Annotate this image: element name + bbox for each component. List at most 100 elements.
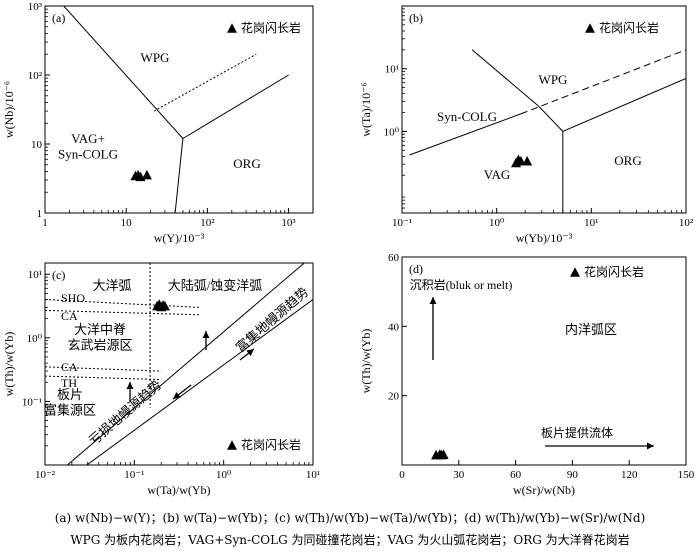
panel-a-x-tick-label: 10³ xyxy=(281,217,296,229)
panel-d-x-tick-label: 90 xyxy=(567,469,579,481)
panel-c-x-tick-label: 10⁰ xyxy=(216,469,232,481)
panel-c-x-tick-label: 10⁻¹ xyxy=(124,469,144,481)
panel-d-x-tick-label: 30 xyxy=(453,469,465,481)
panel-b-field-syncolg: Syn-COLG xyxy=(437,109,497,124)
panel-a-frame xyxy=(44,5,314,214)
panel-a-x-tick-label: 10 xyxy=(121,217,133,229)
panel-c-x-tick-label: 10¹ xyxy=(306,469,320,481)
panel-c-arrow-up-right-head xyxy=(202,331,210,338)
panel-c-boundary-solid xyxy=(66,263,305,465)
panel-a-x-tick-label: 1 xyxy=(42,217,48,229)
panel-a-legend-label: 花岗闪长岩 xyxy=(241,20,301,35)
panel-b-boundary-solid xyxy=(471,49,564,132)
panel-a-label: (a) xyxy=(52,11,65,25)
panel-c-legend-marker xyxy=(227,440,237,450)
panel-a-legend-marker xyxy=(227,23,237,33)
panel-b-y-axis-label: w(Ta)/10⁻⁶ xyxy=(359,82,373,136)
panel-c-x-tick-label: 10⁻² xyxy=(35,469,56,481)
panel-d-x-tick-label: 0 xyxy=(399,469,405,481)
panel-d-legend-marker xyxy=(570,267,580,277)
panel-c-enriched-trend-label: 富集地幔源趋势 xyxy=(233,284,312,355)
panel-d-y-tick-label: 60 xyxy=(388,252,400,264)
panel-b-data-point xyxy=(522,156,533,166)
panel-a-x-axis-label: w(Y)/10⁻³ xyxy=(154,231,205,245)
panel-c-boundary-dotted xyxy=(45,309,201,316)
panel-d-x-tick-label: 60 xyxy=(510,469,522,481)
panel-a-y-tick-label: 10² xyxy=(28,70,43,82)
panel-c-x-axis-label: w(Ta)/w(Yb) xyxy=(147,483,210,497)
panel-b-data-point xyxy=(513,154,524,164)
panel-b-boundary-solid xyxy=(409,113,521,156)
panel-d-arrow-sediment-head xyxy=(429,297,437,304)
panel-a-field-vag-syncolg: VAG+Syn-COLG xyxy=(58,131,118,162)
panel-b-legend-marker xyxy=(585,23,595,33)
panel-a-y-axis-label: w(Nb)/10⁻⁶ xyxy=(2,81,16,138)
panel-d-x-axis-label: w(Sr)/w(Nb) xyxy=(513,483,575,497)
panel-b-x-tick-label: 10⁻¹ xyxy=(392,217,412,229)
panel-c-legend-label: 花岗闪长岩 xyxy=(241,437,301,452)
panel-a-y-tick-label: 1 xyxy=(37,208,43,220)
panel-c-y-tick-label: 10¹ xyxy=(28,269,42,281)
panel-d-y-tick-label: 40 xyxy=(388,321,400,333)
panel-c-label-th: TH xyxy=(61,376,77,390)
panel-d-label: (d) xyxy=(409,262,423,276)
panel-b-field-vag: VAG xyxy=(484,167,511,182)
panel-a-field-wpg: WPG xyxy=(141,50,170,65)
panel-c-boundary-dotted xyxy=(45,366,162,372)
panel-a-field-org: ORG xyxy=(233,156,260,171)
panel-d-data-point xyxy=(438,449,449,460)
panel-a-y-tick-label: 10 xyxy=(31,139,43,151)
panel-c-arrow-enriched-head xyxy=(246,349,254,357)
panel-c-y-tick-label: 10⁰ xyxy=(27,333,43,345)
panel-a-boundary-dotted xyxy=(153,53,257,112)
panel-c-label-ca-lower: CA xyxy=(61,360,78,374)
panel-c-y-tick-label: 10⁻¹ xyxy=(22,396,42,408)
panel-c-arrow-up-left-head xyxy=(126,382,134,389)
panel-b-field-org: ORG xyxy=(614,153,641,168)
panel-b-x-axis-label: w(Yb)/10⁻³ xyxy=(516,231,573,245)
panel-a-x-tick-label: 10² xyxy=(200,217,215,229)
panel-c-label-sho: SHO xyxy=(61,291,85,305)
panel-b-boundary-dashed xyxy=(520,49,686,115)
panel-d-x-tick-label: 150 xyxy=(678,469,695,481)
panel-a-data-point xyxy=(141,169,152,180)
panel-b-label: (b) xyxy=(409,11,423,25)
panel-d-slab-fluid-label: 板片提供流体 xyxy=(541,425,613,440)
panel-b-boundary-solid xyxy=(562,77,686,132)
panel-a-boundary-solid xyxy=(182,74,289,139)
panel-b-x-tick-label: 10² xyxy=(679,217,694,229)
panel-b-legend-label: 花岗闪长岩 xyxy=(599,20,659,35)
panel-d-sediment-label: 沉积岩(bluk or melt) xyxy=(410,277,513,292)
panel-c-label: (c) xyxy=(52,268,65,282)
figure-caption-line1: (a) w(Nb)−w(Y)；(b) w(Ta)−w(Yb)；(c) w(Th)… xyxy=(54,511,646,525)
panel-d-legend-label: 花岗闪长岩 xyxy=(584,264,644,279)
panel-b-field-wpg: WPG xyxy=(539,72,568,87)
panel-c-data-point xyxy=(159,300,170,311)
panel-c-boundary-dotted xyxy=(45,375,162,381)
panel-c-field-ocean-arc: 大洋弧 xyxy=(92,278,131,293)
panel-c-frame xyxy=(44,262,314,466)
panel-b-x-tick-label: 10⁰ xyxy=(489,217,505,229)
panel-c-boundary-dotted xyxy=(45,299,201,308)
panel-c-arrow-depleted-head xyxy=(173,391,181,399)
panel-c-field-slab-source: 板片富集源区 xyxy=(44,387,96,418)
panel-d-arrow-fluid-head xyxy=(647,442,654,450)
panel-c-field-morb-source: 大洋中脊玄武岩源区 xyxy=(67,322,132,353)
panel-c-boundary-solid xyxy=(85,299,313,465)
panel-d-field-intraoceanic-arc: 内洋弧区 xyxy=(565,322,617,337)
figure-caption-line2: WPG 为板内花岗岩；VAG+Syn-COLG 为同碰撞花岗岩；VAG 为火山弧… xyxy=(70,533,630,547)
panel-d-y-axis-label: w(Th)/w(Yb) xyxy=(359,329,373,394)
panel-c-field-continental-arc: 大陆弧/蚀变洋弧 xyxy=(168,278,263,293)
panel-a-boundary-solid xyxy=(174,138,184,213)
panel-b-y-tick-label: 10¹ xyxy=(385,64,399,76)
panel-b-frame xyxy=(401,5,687,214)
panel-d-frame xyxy=(401,256,687,466)
figure-canvas: 1 10 10² 10³ 1 10 10² 10³ w(Y)/10⁻³ w(Nb)/10⁻⁶ (a)… xyxy=(2,1,695,497)
panel-a-y-tick-label: 10³ xyxy=(28,1,43,13)
panel-d-x-tick-label: 120 xyxy=(621,469,638,481)
panel-b-x-tick-label: 10¹ xyxy=(584,217,598,229)
panel-c-label-ca-upper: CA xyxy=(61,309,78,323)
panel-b-y-tick-label: 10⁰ xyxy=(384,126,400,138)
panel-c-y-axis-label: w(Th)/w(Yb) xyxy=(2,332,16,397)
panel-a-boundary-solid xyxy=(63,6,184,139)
